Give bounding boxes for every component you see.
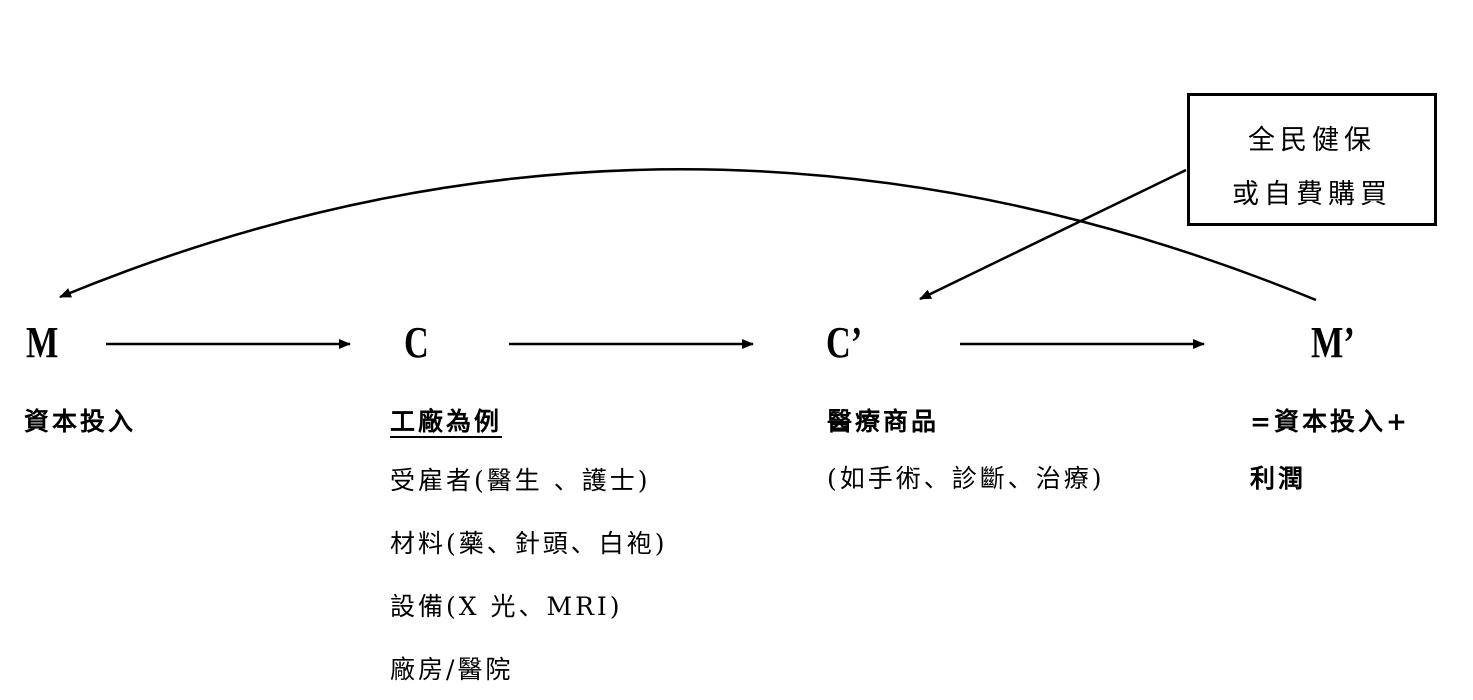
label-capital-input: 資本投入 [24,407,137,436]
label-plant: 廠房/醫院 [390,655,514,684]
label-materials: 材料(藥、針頭、白袍) [390,529,668,558]
label-medical-goods-examples: (如手術、診斷、治療) [827,464,1105,493]
return-arc-m-prime-to-m [59,168,1317,302]
label-equipment: 設備(X 光、MRI) [390,592,623,621]
node-m-prime: M’ [1311,318,1355,367]
label-employees: 受雇者(醫生 、護士) [390,466,651,495]
node-c-prime: C’ [826,318,863,367]
label-capital-plus: =資本投入+ [1250,407,1410,436]
node-c: C [404,318,429,367]
label-medical-goods: 醫療商品 [827,407,940,436]
payment-source-box: 全民健保 或自費購買 [1187,93,1437,226]
node-m: M [26,318,59,367]
label-factory-example: 工廠為例 [390,407,503,436]
label-profit: 利潤 [1250,464,1307,493]
payment-box-line2: 或自費購買 [1232,179,1392,210]
arrow-payment-to-c-prime [919,168,1187,301]
payment-box-line1: 全民健保 [1248,125,1376,156]
